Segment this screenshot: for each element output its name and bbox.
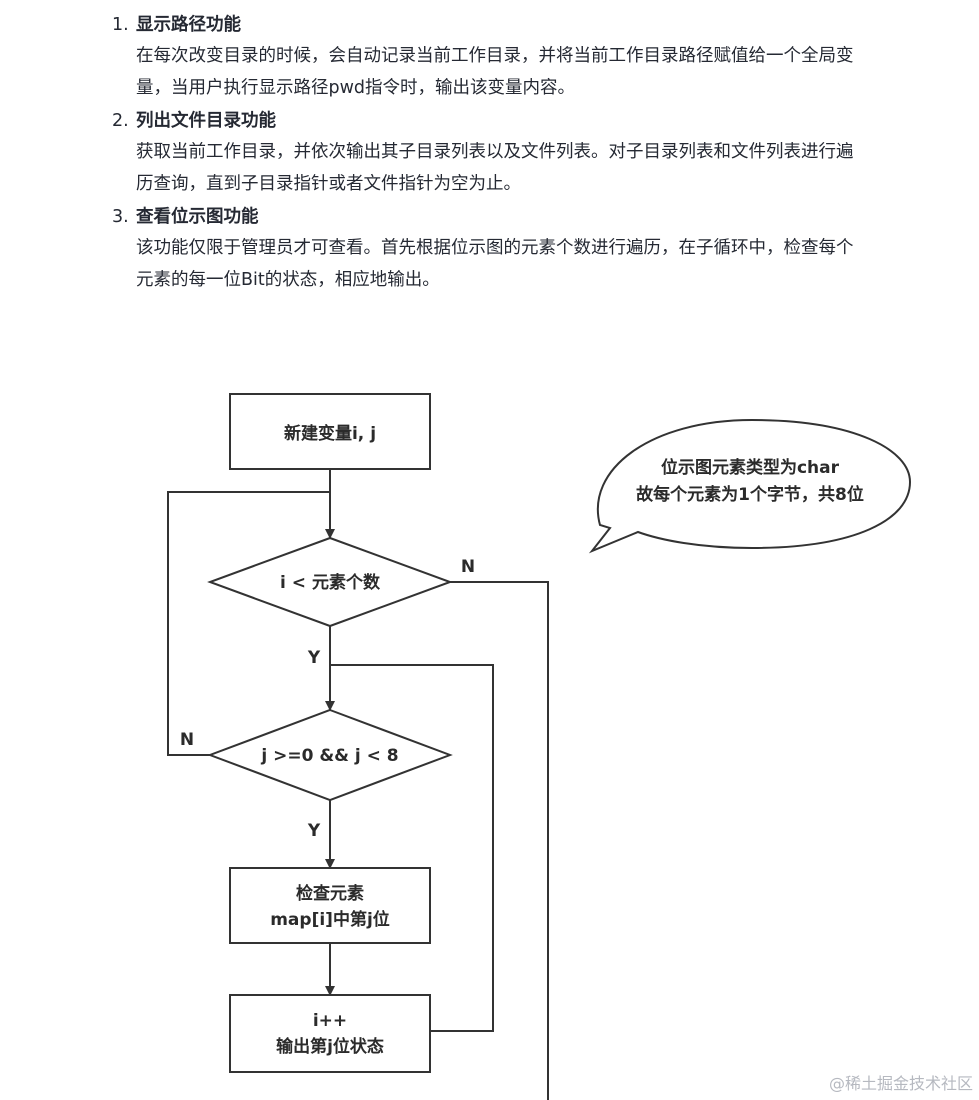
- item-2-number: 2.: [112, 111, 129, 131]
- outer-yes-label: Y: [307, 648, 321, 668]
- item-3-number: 3.: [112, 207, 129, 227]
- item-1-line-2: 量，当用户执行显示路径pwd指令时，输出该变量内容。: [136, 78, 576, 98]
- callout-line-1: 位示图元素类型为char: [661, 457, 840, 478]
- start-box: [229, 393, 431, 470]
- outer-condition-label: i < 元素个数: [280, 572, 381, 593]
- item-2-line-1: 获取当前工作目录，并依次输出其子目录列表以及文件列表。对子目录列表和文件列表进行…: [136, 142, 854, 162]
- item-2-title: 2. 列出文件目录功能: [112, 108, 276, 134]
- inner-no-loop-line: [167, 491, 330, 756]
- inner-yes-label: Y: [307, 821, 321, 841]
- watermark: @稀土掘金技术社区: [828, 1074, 973, 1093]
- item-3-title: 3. 查看位示图功能: [112, 204, 259, 230]
- start-box-label: 新建变量i, j: [284, 423, 376, 444]
- output-loop-line: [330, 664, 494, 1032]
- inner-condition-label: j >=0 && j < 8: [260, 746, 398, 766]
- item-3-line-1: 该功能仅限于管理员才可查看。首先根据位示图的元素个数进行遍历，在子循环中，检查每…: [136, 238, 854, 258]
- output-line-2: 输出第j位状态: [276, 1036, 384, 1057]
- outer-no-label: N: [461, 557, 475, 577]
- outer-no-line: [450, 581, 549, 1100]
- item-1-title: 1. 显示路径功能: [112, 12, 241, 38]
- callout-bubble: [588, 418, 912, 554]
- item-3-line-2: 元素的每一位Bit的状态，相应地输出。: [136, 270, 440, 290]
- check-element-line-1: 检查元素: [296, 883, 364, 904]
- inner-no-label: N: [180, 730, 194, 750]
- item-3-title-text: 查看位示图功能: [136, 207, 259, 227]
- callout-line-2: 故每个元素为1个字节，共8位: [636, 484, 864, 505]
- output-box: [229, 994, 431, 1073]
- item-2-title-text: 列出文件目录功能: [136, 111, 276, 131]
- output-line-1: i++: [313, 1011, 347, 1031]
- item-2-line-2: 历查询，直到子目录指针或者文件指针为空为止。: [136, 174, 521, 194]
- check-element-box: [229, 867, 431, 944]
- item-1-number: 1.: [112, 15, 129, 35]
- item-1-line-1: 在每次改变目录的时候，会自动记录当前工作目录，并将当前工作目录路径赋值给一个全局…: [136, 46, 854, 66]
- check-element-line-2: map[i]中第j位: [270, 909, 390, 930]
- item-1-title-text: 显示路径功能: [136, 15, 241, 35]
